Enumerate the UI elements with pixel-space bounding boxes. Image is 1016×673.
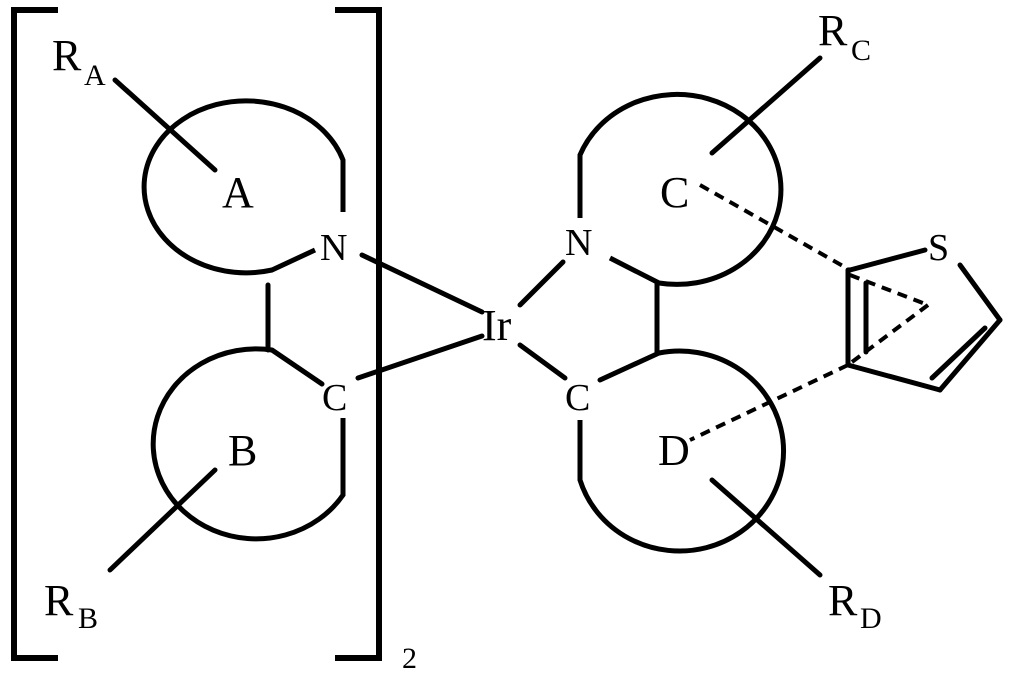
n-left-label: N — [320, 227, 347, 269]
bracket-subscript: 2 — [402, 642, 417, 673]
rc-label: R — [818, 6, 848, 55]
rb-label: R — [44, 576, 74, 625]
ring-a-label: A — [222, 168, 254, 217]
bond-c-ir-right — [520, 345, 565, 378]
ring-c-label: C — [660, 168, 689, 217]
c-left-label: C — [322, 377, 347, 419]
n-right-label: N — [565, 222, 592, 264]
rd-subscript: D — [860, 602, 882, 635]
thiophene-ring — [848, 250, 1000, 390]
rb-subscript: B — [78, 602, 98, 635]
rd-label: R — [828, 576, 858, 625]
ra-subscript: A — [84, 59, 106, 92]
left-bracket — [14, 10, 58, 658]
rc-subscript: C — [851, 34, 871, 67]
bond-b-c — [272, 350, 322, 384]
sulfur-label: S — [928, 227, 949, 269]
bond-ra — [115, 80, 215, 170]
right-bracket — [335, 10, 379, 658]
bond-rd — [712, 480, 820, 575]
dashed-fusion-lines — [690, 185, 928, 440]
ra-label: R — [52, 31, 82, 80]
bond-n-ir-right — [520, 262, 563, 305]
c-right-label: C — [565, 377, 590, 419]
ring-d-label: D — [658, 426, 690, 475]
iridium-label: Ir — [482, 301, 512, 350]
ring-b-label: B — [228, 426, 257, 475]
bond-d-c-atom — [600, 353, 659, 380]
